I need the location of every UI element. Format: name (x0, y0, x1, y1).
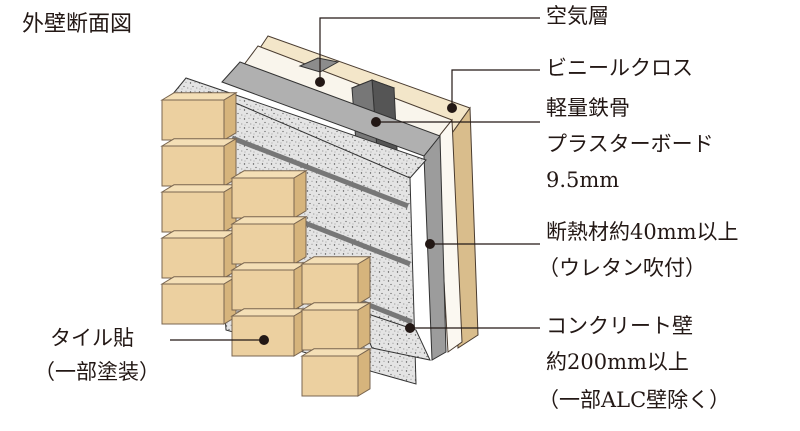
label-plasterboard-thickness: 9.5mm (546, 168, 620, 192)
label-plasterboard: プラスターボード (546, 132, 714, 156)
concrete-marker (405, 323, 415, 333)
tile-brick (160, 275, 238, 325)
label-concrete-wall: コンクリート壁 (546, 314, 693, 338)
vinyl-cloth-marker (447, 103, 457, 113)
tile-marker (259, 335, 269, 345)
tile-brick (160, 91, 238, 141)
label-tile-note: （一部塗装） (34, 360, 160, 384)
label-concrete-note: （一部ALC壁除く） (538, 388, 731, 412)
air-layer-marker (315, 77, 325, 87)
label-insulation: 断熱材約40mm以上 (546, 220, 739, 244)
light-steel-marker (371, 117, 381, 127)
insulation-marker (425, 239, 435, 249)
tile-brick (160, 183, 238, 233)
insulation-layer (221, 61, 447, 361)
tile-brick (300, 255, 372, 305)
tile-brick (300, 347, 372, 397)
tile-facing (160, 91, 372, 397)
tile-brick (230, 169, 308, 219)
label-light-steel: 軽量鉄骨 (546, 96, 630, 120)
label-insulation-note: （ウレタン吹付） (538, 256, 706, 280)
label-tile: タイル貼 (50, 326, 134, 350)
label-concrete-thickness: 約200mm以上 (546, 350, 689, 374)
label-vinyl-cloth: ビニールクロス (546, 56, 693, 80)
label-air-layer: 空気層 (546, 4, 609, 28)
diagram-title: 外壁断面図 (22, 12, 133, 37)
